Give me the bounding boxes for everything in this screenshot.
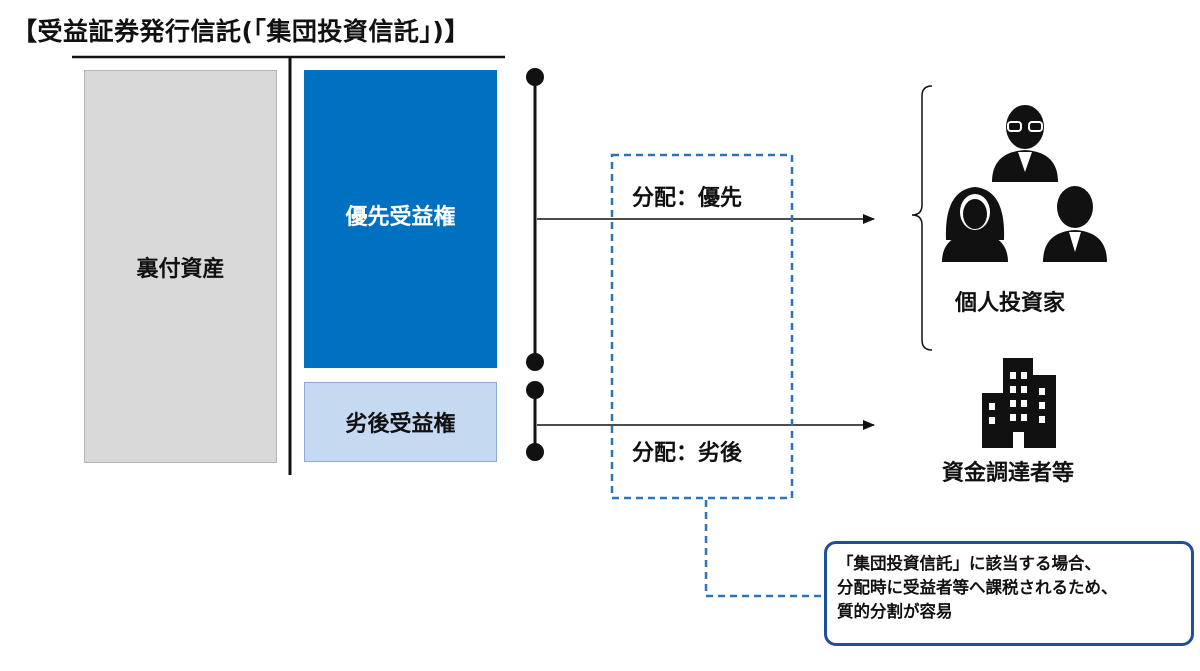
junior-tranche-bracket <box>526 381 544 461</box>
woman-icon <box>942 187 1008 262</box>
underlying-asset-box: 裏付資産 <box>84 70 277 463</box>
person-group-icon <box>942 105 1107 262</box>
diagram-title: 【受益証券発行信託(「集団投資信託」)】 <box>12 17 470 46</box>
senior-interest-box: 優先受益権 <box>304 70 497 368</box>
fund-providers-label: 資金調達者等 <box>942 461 1075 486</box>
note-line: 分配時に受益者等へ課税されるため、 <box>837 578 1118 597</box>
junior-interest-label: 劣後受益権 <box>345 412 456 437</box>
office-building-icon <box>982 358 1056 448</box>
senior-tranche-bracket <box>526 68 544 371</box>
note-line: 質的分割が容易 <box>837 602 953 621</box>
distribution-dashed-box <box>610 153 794 500</box>
note-connector-line <box>704 500 824 598</box>
tax-note-box: 「集団投資信託」に該当する場合、 分配時に受益者等へ課税されるため、 質的分割が… <box>824 541 1194 646</box>
man-icon <box>1043 186 1107 262</box>
senior-interest-label: 優先受益権 <box>345 205 456 230</box>
investors-brace <box>911 85 933 351</box>
individual-investors-label: 個人投資家 <box>955 291 1066 316</box>
man-with-glasses-icon <box>992 105 1058 182</box>
underlying-asset-label: 裏付資産 <box>136 256 225 282</box>
distribution-junior-label: 分配：劣後 <box>632 441 743 466</box>
junior-interest-box: 劣後受益権 <box>304 382 497 462</box>
distribution-senior-label: 分配：優先 <box>632 186 743 211</box>
note-line: 「集団投資信託」に該当する場合、 <box>837 554 1101 573</box>
